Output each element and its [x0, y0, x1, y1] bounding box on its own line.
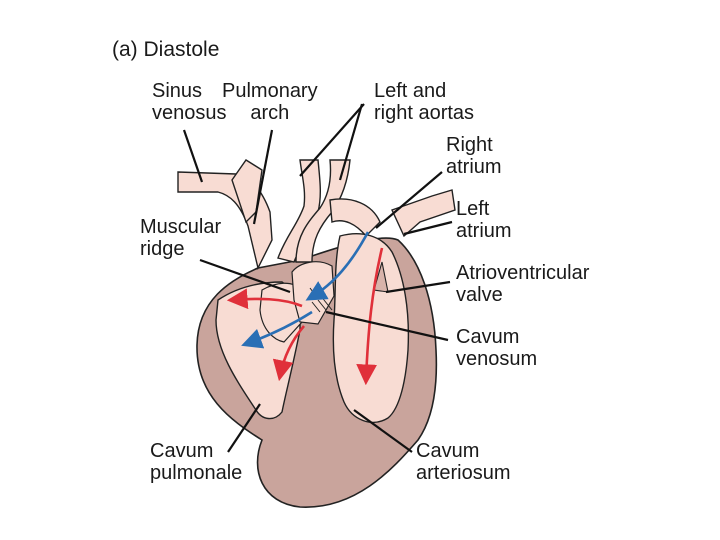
muscular-ridge-shape	[259, 282, 303, 343]
blood-flow-arrow-blue	[305, 231, 370, 301]
label-left-right-aortas: Left and right aortas	[374, 80, 475, 124]
left-inner-chamber	[332, 233, 410, 423]
label-right-atrium: Right atrium	[446, 134, 502, 178]
label-cavum-arteriosum: Cavum arteriosum	[416, 440, 511, 484]
label-sinus-venosus: Sinus venosus	[152, 80, 227, 124]
blood-flow-arrow-blue	[241, 310, 313, 349]
leader-lines	[182, 103, 453, 453]
pulmonary-arch-vessel	[231, 159, 263, 224]
label-cavum-venosum: Cavum venosum	[456, 326, 538, 370]
left-aorta-vessel	[277, 159, 321, 263]
label-pulmonary-arch: Pulmonary arch	[222, 80, 318, 124]
blood-flow-arrow-red	[272, 325, 305, 382]
blood-flow-arrow-red	[356, 247, 384, 386]
diagram-title: (a) Diastole	[112, 38, 220, 61]
label-muscular-ridge: Muscular ridge	[140, 216, 222, 260]
label-left-atrium: Left atrium	[456, 198, 512, 242]
blood-flow-arrow-red	[226, 288, 303, 310]
pulmonary-vein-vessel	[391, 189, 456, 238]
right-atrium-bulge	[329, 198, 381, 238]
label-cavum-pulmonale: Cavum pulmonale	[150, 440, 243, 484]
label-atrioventricular-valve: Atrioventricular valve	[456, 262, 590, 306]
atrioventricular-valve-shape	[373, 261, 389, 293]
